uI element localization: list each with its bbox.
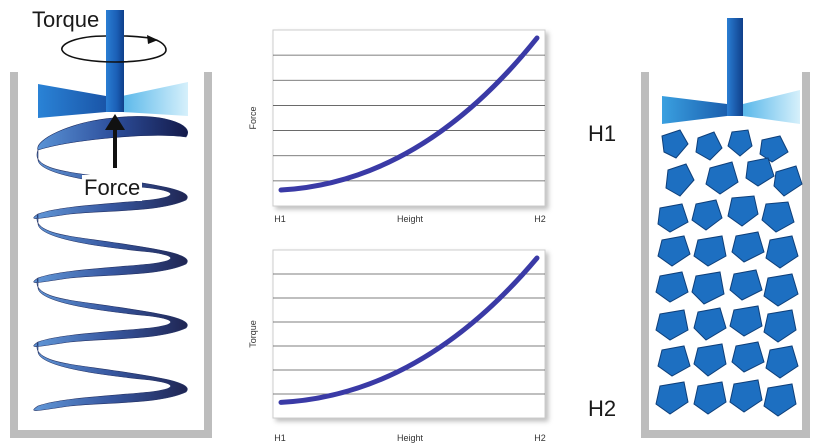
left-blade xyxy=(38,84,106,118)
force-chart-frame xyxy=(272,29,546,207)
particles xyxy=(655,129,803,417)
force-x-end: H2 xyxy=(534,214,546,224)
force-arrowhead xyxy=(105,114,125,130)
shaft xyxy=(106,10,124,112)
force-label: Force xyxy=(82,175,143,201)
torque-xlabel: Height xyxy=(397,433,424,443)
torque-x-end: H2 xyxy=(534,433,546,443)
charts-area: Force H1 Height H2 Torque H1 Height H2 xyxy=(248,29,546,443)
force-ylabel: Force xyxy=(248,106,258,129)
force-curve xyxy=(278,35,540,193)
right-blade-right xyxy=(743,90,800,124)
torque-chart: Torque H1 Height H2 xyxy=(248,249,546,443)
torque-label: Torque xyxy=(32,7,100,32)
particle-container-diagram xyxy=(641,18,810,438)
h2-label: H2 xyxy=(588,396,617,421)
spiral-blade xyxy=(33,116,188,411)
force-xlabel: Height xyxy=(397,214,424,224)
force-x-start: H1 xyxy=(274,214,286,224)
h1-label: H1 xyxy=(588,121,617,146)
torque-arrowhead xyxy=(147,35,158,44)
container-wall xyxy=(10,72,212,438)
force-chart-grid xyxy=(273,54,545,182)
left-blade-right xyxy=(662,96,727,124)
torque-x-start: H1 xyxy=(274,433,286,443)
torque-chart-frame xyxy=(272,249,546,419)
torque-ylabel: Torque xyxy=(248,320,258,348)
force-chart: Force H1 Height H2 xyxy=(248,29,546,224)
right-blade xyxy=(122,82,188,116)
torque-curve xyxy=(278,255,540,405)
container-wall-right xyxy=(641,72,810,438)
spiral-diagram xyxy=(10,10,212,438)
shaft-right xyxy=(727,18,743,116)
